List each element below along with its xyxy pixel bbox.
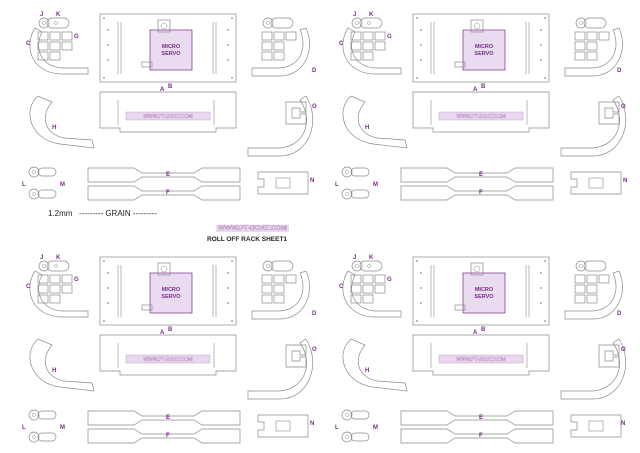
part-label-L: L — [22, 182, 26, 188]
labels-top-left: MICRO SERVO WWW.PT-BOAT.COM A B C D E F … — [22, 12, 317, 196]
part-label-O: O — [312, 104, 317, 110]
part-label-C: C — [339, 284, 344, 290]
part-label-M: M — [373, 425, 378, 431]
part-label-E: E — [166, 415, 170, 421]
part-label-A: A — [473, 87, 478, 93]
servo-label-line1: MICRO — [475, 44, 494, 50]
part-label-N: N — [621, 421, 625, 427]
servo-label-line2: SERVO — [161, 51, 181, 57]
part-label-C: C — [26, 41, 31, 47]
part-label-G: G — [387, 34, 392, 40]
part-label-L: L — [22, 425, 26, 431]
part-label-O: O — [312, 347, 317, 353]
labels-bottom-right: MICRO SERVO WWW.PT-BOAT.COM A B C D E F … — [335, 255, 626, 439]
part-label-L: L — [335, 182, 339, 188]
servo-label-line2: SERVO — [474, 51, 494, 57]
part-label-O: O — [621, 104, 626, 110]
part-label-M: M — [373, 182, 378, 188]
part-label-N: N — [623, 178, 627, 184]
part-label-K: K — [56, 12, 61, 18]
part-label-F: F — [166, 433, 170, 439]
part-label-F: F — [479, 190, 483, 196]
part-label-A: A — [160, 87, 165, 93]
part-label-A: A — [473, 330, 478, 336]
part-label-C: C — [26, 284, 31, 290]
part-label-D: D — [617, 68, 622, 74]
part-label-E: E — [166, 172, 170, 178]
part-label-C: C — [339, 41, 344, 47]
part-label-N: N — [310, 421, 314, 427]
part-label-B: B — [481, 84, 486, 90]
watermark: WWW.PT-BOAT.COM — [456, 114, 505, 120]
parts-set-top-right — [341, 13, 627, 201]
watermark: WWW.PT-BOAT.COM — [143, 357, 192, 363]
part-label-H: H — [52, 125, 56, 131]
parts-set-bottom-left — [28, 256, 314, 444]
part-label-O: O — [621, 347, 626, 353]
parts-set-top-left — [28, 13, 314, 201]
part-label-H: H — [365, 368, 369, 374]
part-label-B: B — [481, 327, 486, 333]
part-label-M: M — [60, 425, 65, 431]
servo-label-line2: SERVO — [161, 294, 181, 300]
part-label-D: D — [312, 311, 317, 317]
part-label-G: G — [387, 277, 392, 283]
part-label-J: J — [40, 12, 43, 18]
part-label-D: D — [312, 68, 317, 74]
servo-label-line1: MICRO — [162, 287, 181, 293]
part-label-F: F — [166, 190, 170, 196]
servo-label-line2: SERVO — [474, 294, 494, 300]
parts-set-bottom-right — [341, 256, 627, 444]
part-label-G: G — [74, 34, 79, 40]
part-label-N: N — [310, 178, 314, 184]
part-label-J: J — [353, 255, 356, 261]
part-label-J: J — [353, 12, 356, 18]
part-label-H: H — [365, 125, 369, 131]
part-label-L: L — [335, 425, 339, 431]
servo-label-line1: MICRO — [475, 287, 494, 293]
part-label-G: G — [74, 277, 79, 283]
watermark: WWW.PT-BOAT.COM — [143, 114, 192, 120]
part-label-B: B — [168, 327, 173, 333]
part-label-E: E — [479, 172, 483, 178]
part-label-K: K — [369, 12, 374, 18]
part-label-M: M — [60, 182, 65, 188]
part-label-K: K — [56, 255, 61, 261]
part-label-H: H — [52, 368, 56, 374]
labels-top-right: MICRO SERVO WWW.PT-BOAT.COM A B C D E F … — [335, 12, 627, 196]
part-label-K: K — [369, 255, 374, 261]
part-label-B: B — [168, 84, 173, 90]
watermark: WWW.PT-BOAT.COM — [456, 357, 505, 363]
labels-bottom-left: MICRO SERVO WWW.PT-BOAT.COM A B C D E F … — [22, 255, 317, 439]
part-label-E: E — [479, 415, 483, 421]
part-label-A: A — [160, 330, 165, 336]
part-label-F: F — [479, 433, 483, 439]
part-label-D: D — [617, 311, 622, 317]
servo-label-line1: MICRO — [162, 44, 181, 50]
part-label-J: J — [40, 255, 43, 261]
